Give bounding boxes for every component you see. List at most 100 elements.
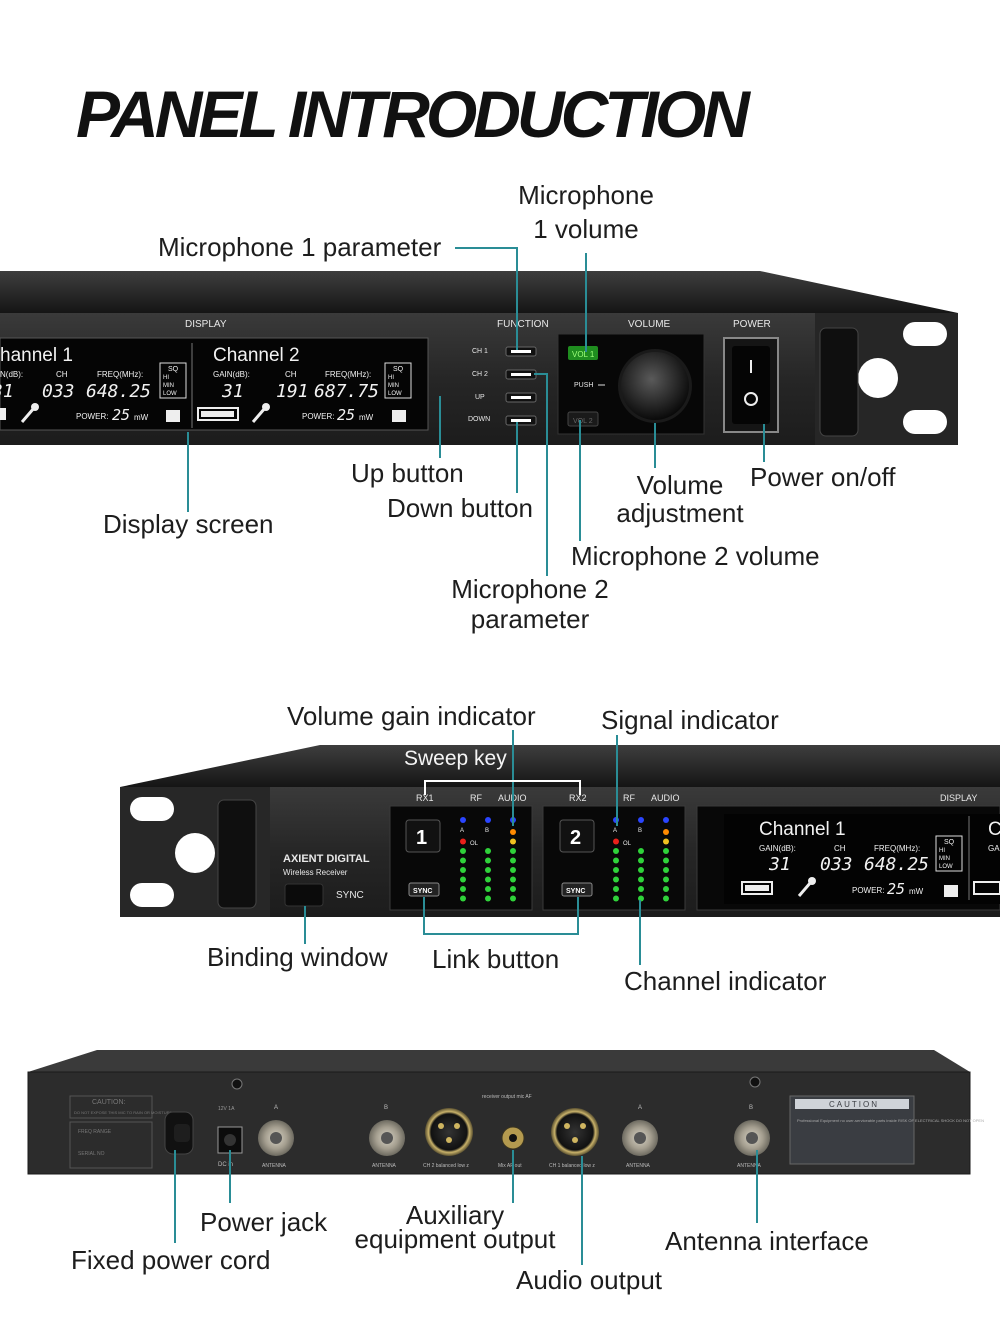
rack-hole: [858, 358, 898, 398]
ch1-output-label: CH 1 balanced low z: [549, 1163, 595, 1169]
meter-led: [638, 876, 644, 883]
antenna-connector-3-pin: [634, 1132, 646, 1144]
battery-icon: [973, 881, 1000, 895]
down-button-label: DOWN: [468, 416, 490, 423]
label-sweep-key: Sweep key: [404, 747, 507, 770]
middle-lcd-ch-label: CH: [834, 844, 846, 853]
lock-icon: [166, 410, 180, 422]
antenna-4-label: ANTENNA: [737, 1163, 762, 1169]
battery-level: [201, 411, 234, 417]
vol2-indicator-label: VOL 2: [573, 418, 593, 425]
rack-handle[interactable]: [217, 799, 257, 909]
meter-led: [460, 895, 466, 902]
antenna-1-label-a: A: [274, 1105, 278, 1111]
power-label: POWER: [733, 319, 771, 330]
meter-led: [460, 886, 466, 892]
meter-led: [663, 895, 669, 902]
label-channel-indicator: Channel indicator: [624, 966, 827, 996]
ch2-button-label: CH 2: [472, 371, 488, 378]
label-audio-output: Audio output: [516, 1265, 663, 1295]
sync-label: SYNC: [336, 890, 364, 901]
caution-header: [795, 1099, 909, 1109]
middle-lcd-freq-label: FREQ(MHz):: [874, 844, 920, 853]
meter-led: [460, 838, 466, 845]
label-display-screen: Display screen: [103, 509, 274, 539]
antenna-connector-4-pin: [746, 1132, 758, 1144]
meter-led: [638, 886, 644, 892]
power-off-mark: [744, 392, 758, 406]
rf-label-1: RF: [470, 793, 482, 803]
lcd-ch2-gain-label: GAIN(dB):: [213, 370, 250, 379]
lcd-ch2-title: Channel 2: [213, 345, 300, 366]
middle-lcd-unit: mW: [909, 887, 924, 896]
caution-plate-left: [69, 1095, 153, 1119]
rack-hole: [903, 410, 947, 434]
page-title: PANEL INTRODUCTION: [76, 77, 750, 151]
rear-panel: CAUTION: DO NOT EXPOSE THIS MIC TO RAIN …: [27, 1050, 984, 1175]
lcd-ch1-gain: 31: [0, 381, 14, 402]
serial-label: SERIAL NO: [78, 1151, 105, 1157]
lcd-ch2-mode-min: MIN: [388, 383, 399, 389]
rx2-label: RX2: [569, 793, 587, 803]
rx2-ch-a: A: [613, 828, 617, 834]
rx1-sync-button[interactable]: [408, 882, 440, 897]
label-volume-adj-line2: adjustment: [616, 498, 744, 528]
lcd-ch2-power-label: POWER:: [302, 412, 334, 421]
middle-lcd-mode-box: [935, 835, 963, 872]
rx2-ol: OL: [623, 841, 632, 847]
xlr-output-ch2[interactable]: [425, 1108, 473, 1156]
xlr-pin: [564, 1123, 570, 1129]
dc-in-label: DC in: [218, 1162, 233, 1168]
rx2-number: 2: [570, 827, 581, 849]
middle-lcd-cut-gain: GA: [988, 844, 1000, 853]
antenna-4-label-b: B: [749, 1105, 753, 1111]
rx2-meters: [613, 817, 669, 902]
dc-spec-label: 12V 1A: [218, 1106, 235, 1112]
xlr-pin: [454, 1123, 460, 1129]
middle-lcd-gain: 31: [768, 854, 791, 875]
power-cord-strain: [174, 1124, 190, 1142]
meter-led: [638, 857, 644, 864]
middle-lcd-power-label: POWER:: [852, 886, 884, 895]
middle-lcd-freq: 648.25: [864, 854, 929, 875]
middle-lcd-gain-label: GAIN(dB):: [759, 844, 796, 853]
xlr-output-ch1[interactable]: [551, 1108, 599, 1156]
ch1-button-led: [511, 350, 531, 353]
rx1-ol: OL: [470, 841, 479, 847]
meter-led: [663, 829, 669, 835]
lcd-ch2-power: 25: [337, 406, 355, 424]
up-button-led: [511, 396, 531, 399]
meter-led: [613, 867, 619, 873]
rx2-channel-badge: [559, 819, 595, 853]
lcd-ch1-power-label: POWER:: [76, 412, 108, 421]
lcd-mode-hi: HI: [163, 375, 169, 381]
callout-mic1-param: [455, 247, 518, 350]
rack-hole: [130, 883, 174, 907]
rack-handle[interactable]: [819, 327, 859, 437]
middle-lcd-title: Channel 1: [759, 819, 846, 840]
lcd-ch1-freq-label: FREQ(MHz):: [97, 370, 143, 379]
lcd-ch2-mode-hi: HI: [388, 375, 394, 381]
meter-led: [510, 867, 516, 873]
vol2-indicator: [567, 411, 599, 427]
lock-icon: [392, 410, 406, 422]
meter-led: [510, 848, 516, 854]
lcd-ch1-freq: 648.25: [86, 381, 151, 402]
lcd-ch2-mode-sq: SQ: [393, 366, 404, 373]
volume-knob[interactable]: [621, 352, 689, 420]
label-down-button: Down button: [387, 493, 533, 523]
meter-led: [485, 848, 491, 854]
middle-lcd-channel: 033: [820, 854, 853, 875]
meter-led: [460, 876, 466, 883]
rx2-sync-button[interactable]: [561, 882, 593, 897]
middle-panel-top-face: [120, 745, 1000, 787]
lcd-ch2-gain: 31: [221, 381, 244, 402]
lcd-ch2-mode-box: [384, 362, 412, 399]
antenna-3-label: ANTENNA: [626, 1163, 651, 1169]
xlr-pin: [580, 1123, 586, 1129]
aux-output-jack-hole: [509, 1134, 517, 1142]
meter-led: [485, 876, 491, 883]
meter-led: [638, 848, 644, 854]
label-mic1-volume: Microphone 1 volume: [510, 180, 662, 244]
power-switch[interactable]: [732, 346, 770, 424]
